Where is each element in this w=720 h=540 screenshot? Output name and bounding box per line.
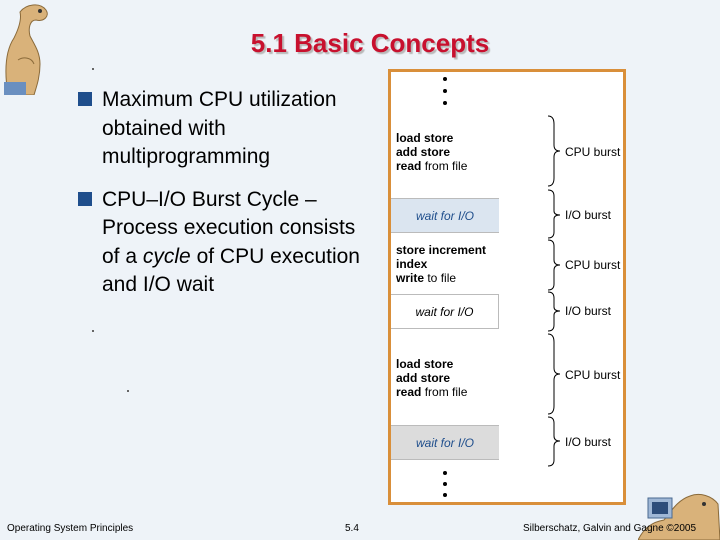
footer-course: Operating System Principles bbox=[7, 523, 134, 534]
burst-label: I/O burst bbox=[565, 435, 612, 449]
ellipsis-dot bbox=[443, 101, 447, 105]
bullet-item: CPU–I/O Burst Cycle – Process execution … bbox=[78, 186, 368, 300]
bullet-square-icon bbox=[78, 92, 92, 106]
burst-label: CPU burst bbox=[565, 258, 621, 272]
bullet-square-icon bbox=[78, 191, 92, 206]
stray-dot bbox=[92, 68, 94, 70]
ellipsis-dot bbox=[443, 77, 447, 81]
ellipsis-dot bbox=[443, 89, 447, 93]
slide-title: 5.1 Basic Concepts bbox=[250, 28, 490, 58]
cpu-block-3: load store add store read from file bbox=[396, 357, 468, 399]
burst-label: CPU burst bbox=[565, 368, 621, 382]
footer-copyright: Silberschatz, Galvin and Gagne ©2005 bbox=[523, 523, 697, 534]
cpu-block-1: load store add store read from file bbox=[396, 131, 468, 173]
cpu-block-2: store increment index write to file bbox=[396, 243, 487, 285]
bullet-text: Maximum CPU utilization obtained with mu… bbox=[102, 88, 337, 168]
emphasis-text: cycle bbox=[142, 244, 191, 268]
io-wait-box: wait for I/O bbox=[391, 425, 499, 460]
ellipsis-dot bbox=[443, 493, 447, 497]
burst-braces bbox=[547, 115, 561, 467]
io-wait-box: wait for I/O bbox=[391, 198, 499, 233]
bullet-item: Maximum CPU utilization obtained with mu… bbox=[78, 86, 368, 172]
bullet-list: Maximum CPU utilization obtained with mu… bbox=[78, 86, 368, 314]
ellipsis-dot bbox=[443, 482, 447, 486]
burst-label: I/O burst bbox=[565, 208, 612, 222]
stray-dot bbox=[92, 330, 94, 332]
burst-cycle-diagram: load store add store read from file wait… bbox=[388, 69, 626, 505]
burst-label: CPU burst bbox=[565, 145, 621, 159]
stray-dot bbox=[127, 390, 129, 392]
io-wait-box: wait for I/O bbox=[391, 294, 499, 329]
footer-page-number: 5.4 bbox=[345, 523, 359, 534]
burst-label: I/O burst bbox=[565, 304, 612, 318]
dinosaur-computer-icon bbox=[638, 493, 720, 540]
bullet-text: CPU–I/O Burst Cycle – Process execution … bbox=[102, 187, 360, 297]
dinosaur-logo-icon bbox=[4, 4, 48, 95]
ellipsis-dot bbox=[443, 471, 447, 475]
